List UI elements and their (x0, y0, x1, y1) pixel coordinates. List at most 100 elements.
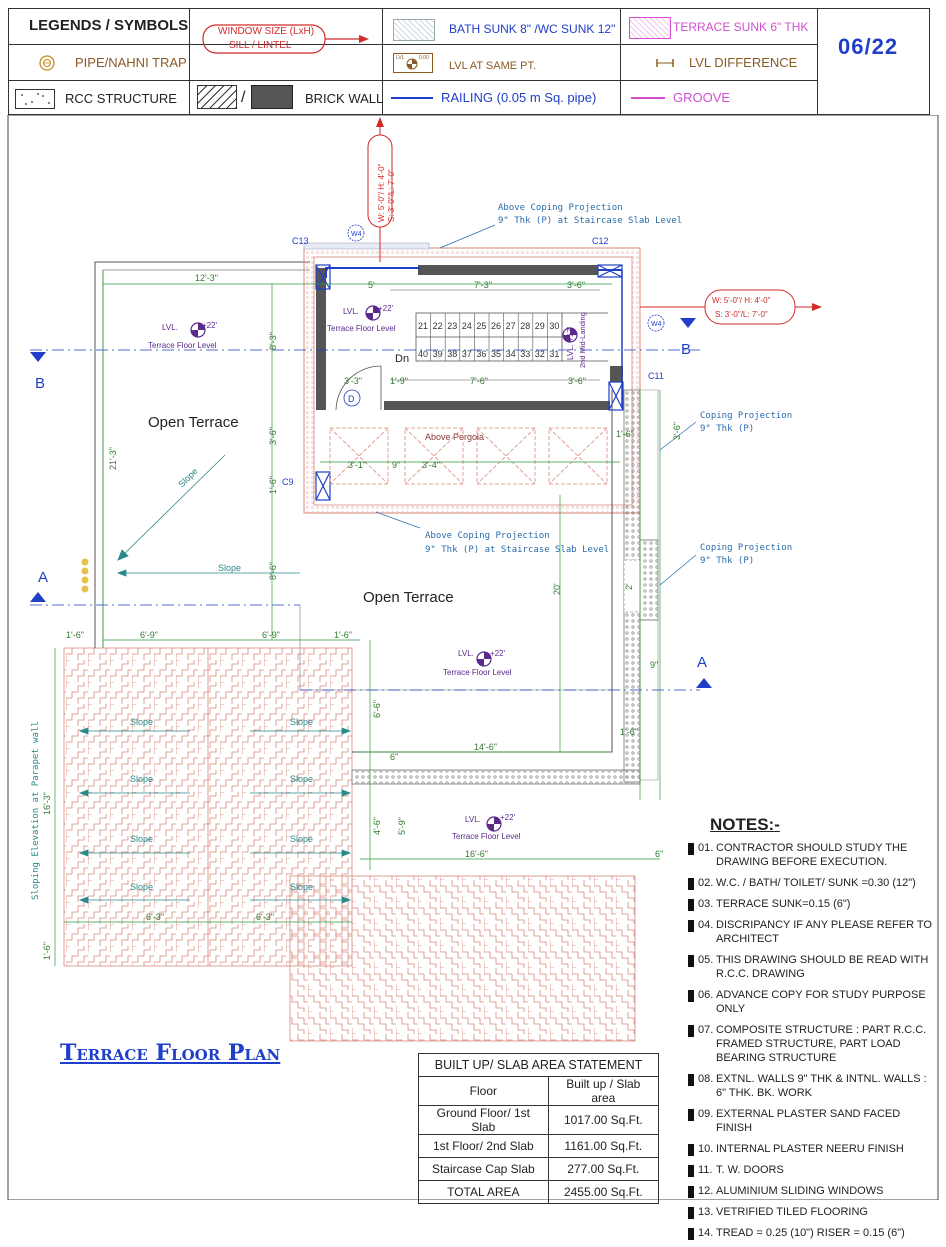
slope-label-l1: Slope (130, 717, 153, 727)
dimension-label: 3'-6" (268, 427, 278, 445)
dimension-label: 20' (552, 583, 562, 595)
lvl-tag-stair: LVL. (343, 307, 359, 316)
slope-label-r1: Slope (290, 717, 313, 727)
area-table-title: BUILT UP/ SLAB AREA STATEMENT (418, 1053, 659, 1077)
lvl-same-label: LVL AT SAME PT. (449, 60, 537, 72)
coping-mid-line1: Above Coping Projection (425, 531, 550, 541)
lvl-same-tag: LVL (396, 55, 405, 61)
note-text: W.C. / Bath/ Toilet/ SUNK =0.30 (12") (716, 877, 916, 889)
coping-leaders (375, 224, 697, 586)
rcc-structure-label: RCC STRUCTURE (65, 91, 177, 106)
list-item: 04.DISCRIPANCY IF ANY PLEASE REFER TO AR… (688, 918, 938, 946)
railing (325, 267, 420, 278)
slope-label-diag: Slope (176, 466, 199, 489)
bath-sunk-hatch (393, 19, 435, 41)
dimension-label: 12'-3" (195, 273, 218, 283)
pipe-traps (81, 558, 89, 593)
dimension-labels: 12'-3" 5' 7'-3" 3'-6" 8'-3" 3'-3" 1'-9" … (42, 273, 682, 960)
note-number: 06. (698, 989, 714, 1001)
stair-step-number: 38 (447, 349, 457, 359)
brick-slash: / (241, 89, 246, 106)
area-row-floor: Ground Floor/ 1st Slab (418, 1105, 549, 1135)
lvl-tag-1: LVL. (162, 323, 178, 332)
landing-label: 2nd Mid-Landing (578, 312, 587, 368)
list-item: 09.EXTERNAL PLASTER SAND FACED FINISH (688, 1107, 938, 1135)
area-statement-table: BUILT UP/ SLAB AREA STATEMENT Floor Buil… (418, 1053, 660, 1204)
note-text: CONTRACTOR SHOULD STUDY THE DRAWING BEFO… (716, 842, 908, 868)
stair-step-number: 33 (520, 349, 530, 359)
area-total-value: 2455.00 Sq.Ft. (547, 1180, 660, 1204)
note-text: ADVANCE COPY FOR STUDY PURPOSE ONLY (716, 989, 926, 1015)
table-row: 1st Floor/ 2nd Slab 1161.00 Sq.Ft. (418, 1134, 660, 1158)
window-right-line1: W: 5'-0"/ H: 4'-0" (712, 296, 771, 305)
lvl-same-box (393, 53, 433, 73)
window-size-symbol (202, 24, 369, 54)
note-bullet (688, 920, 694, 932)
terrace-boundary (94, 261, 310, 648)
section-b-left: B (35, 375, 45, 392)
terrace-floor-level-3: Terrace Floor Level (452, 832, 521, 841)
plan-title: Terrace Floor Plan (60, 1040, 281, 1066)
section-a-right: A (697, 654, 707, 671)
note-number: 05. (698, 954, 714, 966)
dimension-label: 5'-9" (397, 817, 407, 835)
note-bullet (688, 955, 694, 967)
area-row-floor: 1st Floor/ 2nd Slab (418, 1134, 549, 1158)
note-text: INTERNAL PLASTER NEERU FINISH (716, 1143, 904, 1155)
door-tag-circle (343, 389, 361, 407)
w4-tag-right (647, 314, 665, 332)
lvl-value-stair: +22' (378, 304, 394, 313)
w4-label-top: W4 (351, 231, 362, 238)
window-right-line2: S: 3'-0"/L: 7'-0" (715, 310, 768, 319)
terrace-floor-level-2: Terrace Floor Level (443, 668, 512, 677)
area-header-area: Built up / Slab area (547, 1076, 660, 1106)
sloping-elevation-label: Sloping Elevation at Parapet wall (31, 721, 41, 900)
dimension-label: 3'-6" (672, 422, 682, 440)
dimension-label: 3'-4" (422, 460, 440, 470)
dimension-label: 16'-3" (42, 792, 52, 815)
dimension-label: 7'-6" (470, 376, 488, 386)
dimension-label: 8'-6" (268, 562, 278, 580)
section-marker-a-left (30, 592, 46, 602)
note-bullet (688, 1165, 694, 1177)
dimension-label: 1'-6" (66, 630, 84, 640)
stair-step-number: 24 (462, 321, 472, 331)
table-row: Staircase Cap Slab 277.00 Sq.Ft. (418, 1157, 660, 1181)
window-top-line1: W: 5'-0"/ H: 4'-0" (377, 163, 386, 222)
columns (315, 264, 624, 501)
tread-lines (430, 313, 548, 361)
lvl-tag-2: LVL. (458, 649, 474, 658)
landing-level: LVL. +17' (566, 326, 575, 360)
notes-panel: NOTES:- 01.CONTRACTOR SHOULD STUDY THE D… (688, 815, 938, 1247)
stair-step-number: 25 (476, 321, 486, 331)
door-label: D (348, 394, 355, 404)
area-row-value: 1017.00 Sq.Ft. (547, 1105, 660, 1135)
pipe-trap-label: PIPE/NAHNI TRAP (75, 55, 187, 70)
stair-step-number: 28 (520, 321, 530, 331)
list-item: 14.TREAD = 0.25 (10") RISER = 0.15 (6") (688, 1226, 938, 1240)
window-top-line2: S: 3'-0"/L: 7'-0" (387, 169, 396, 222)
stair-step-number: 27 (506, 321, 516, 331)
tiled-roof-bottom (289, 875, 636, 1042)
dimension-label: 9" (650, 660, 658, 670)
coping-right2-line1: Coping Projection (700, 543, 792, 553)
lvl-same-icon (406, 58, 418, 70)
window-size-label: WINDOW SIZE (LxH) (218, 26, 315, 37)
stair-wall-right (610, 366, 623, 382)
legend-title: LEGENDS / SYMBOLS (29, 17, 189, 34)
coping-mid-line2: 9" Thk (P) at Staircase Slab Level (425, 545, 609, 555)
column-c9: C9 (282, 477, 294, 487)
note-number: 04. (698, 919, 714, 931)
slope-label-l3: Slope (130, 834, 153, 844)
stair-step-number: 23 (447, 321, 457, 331)
dimension-label: 5' (368, 280, 375, 290)
stair-step-number: 31 (549, 349, 559, 359)
w4-label-right: W4 (651, 321, 662, 328)
slope-label-r4: Slope (290, 882, 313, 892)
stair-step-number: 36 (476, 349, 486, 359)
note-text: COMPOSITE STRUCTURE : PART R.C.C. FRAMED… (716, 1024, 927, 1064)
note-number: 01. (698, 842, 714, 854)
table-row: Ground Floor/ 1st Slab 1017.00 Sq.Ft. (418, 1105, 660, 1135)
note-bullet (688, 1228, 694, 1240)
brick-wall-solid (251, 85, 293, 109)
